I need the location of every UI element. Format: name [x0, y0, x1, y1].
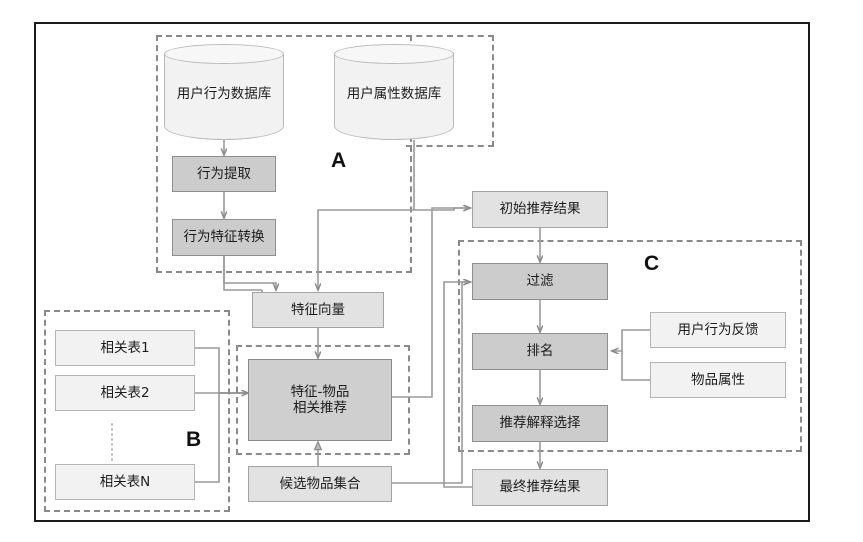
- node-user-behavior-feedback: 用户行为反馈: [650, 312, 786, 348]
- group-a-label: A: [331, 149, 347, 172]
- node-feature-item-recommend-label-line2: 相关推荐: [293, 400, 347, 416]
- node-related-table-n: 相关表N: [55, 464, 195, 500]
- node-ranking: 排名: [472, 333, 608, 370]
- cylinder-body: [334, 53, 454, 140]
- database-user-attribute: 用户属性数据库: [334, 44, 454, 140]
- node-user-behavior-feedback-label: 用户行为反馈: [677, 321, 759, 338]
- group-c-label: C: [644, 252, 660, 275]
- node-feature-item-recommend-label-line1: 特征-物品: [290, 383, 350, 400]
- node-related-table-2: 相关表2: [55, 375, 195, 411]
- node-ranking-label: 排名: [526, 343, 554, 360]
- node-feature-item-recommend: 特征-物品 相关推荐: [248, 359, 392, 441]
- node-filter-label: 过滤: [526, 273, 554, 290]
- cylinder-top: [334, 44, 454, 64]
- node-final-recommendation: 最终推荐结果: [472, 469, 608, 506]
- node-explanation-selection-label: 推荐解释选择: [499, 415, 581, 432]
- node-related-table-1-label: 相关表1: [100, 339, 150, 356]
- group-b-label: B: [186, 428, 202, 451]
- node-feature-vector-label: 特征向量: [291, 301, 345, 318]
- node-explanation-selection: 推荐解释选择: [472, 405, 608, 442]
- node-candidate-item-set-label: 候选物品集合: [279, 475, 361, 492]
- database-user-attribute-label: 用户属性数据库: [346, 86, 442, 102]
- node-candidate-item-set: 候选物品集合: [248, 466, 392, 502]
- node-behavior-extraction: 行为提取: [172, 156, 276, 192]
- database-user-behavior: 用户行为数据库: [164, 44, 284, 140]
- node-feature-vector: 特征向量: [252, 292, 384, 328]
- group-a-box-extension: [406, 35, 494, 147]
- node-filter: 过滤: [472, 263, 608, 300]
- node-behavior-extraction-label: 行为提取: [197, 165, 251, 182]
- database-user-behavior-label: 用户行为数据库: [176, 86, 272, 102]
- node-item-attribute: 物品属性: [650, 362, 786, 398]
- node-item-attribute-label: 物品属性: [691, 371, 745, 388]
- group-b-box: [44, 310, 230, 512]
- node-related-table-n-label: 相关表N: [99, 473, 151, 490]
- cylinder-top: [164, 44, 284, 64]
- cylinder-body: [164, 53, 284, 140]
- node-initial-recommendation-label: 初始推荐结果: [499, 201, 581, 218]
- node-initial-recommendation: 初始推荐结果: [472, 191, 608, 228]
- node-related-table-2-label: 相关表2: [100, 384, 150, 401]
- node-behavior-feature-convert: 行为特征转换: [172, 219, 276, 256]
- node-final-recommendation-label: 最终推荐结果: [499, 479, 581, 496]
- node-behavior-feature-convert-label: 行为特征转换: [183, 229, 265, 246]
- node-related-table-1: 相关表1: [55, 330, 195, 366]
